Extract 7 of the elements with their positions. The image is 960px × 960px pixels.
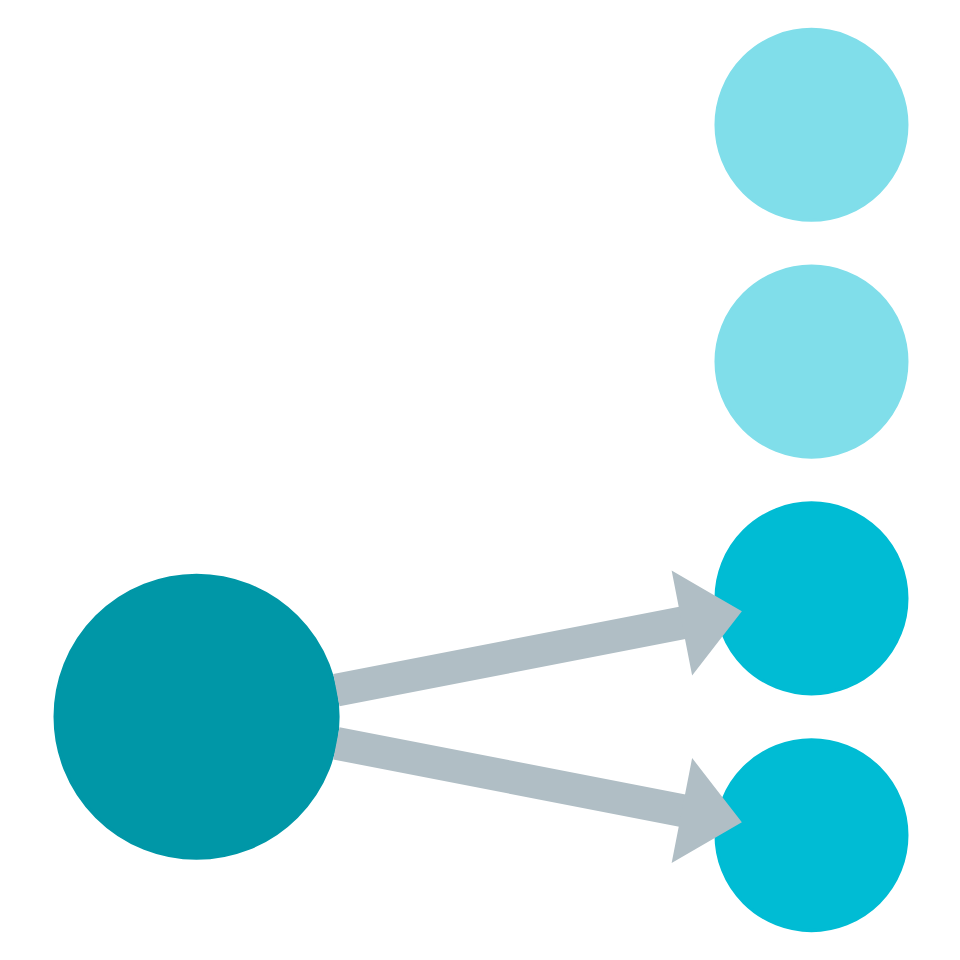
node-circle	[52, 573, 339, 860]
node-circle	[713, 27, 908, 222]
arrow	[332, 727, 741, 864]
node-circle	[713, 738, 908, 933]
node-circle	[713, 264, 908, 459]
arrow	[332, 570, 741, 707]
node-circle	[713, 501, 908, 696]
